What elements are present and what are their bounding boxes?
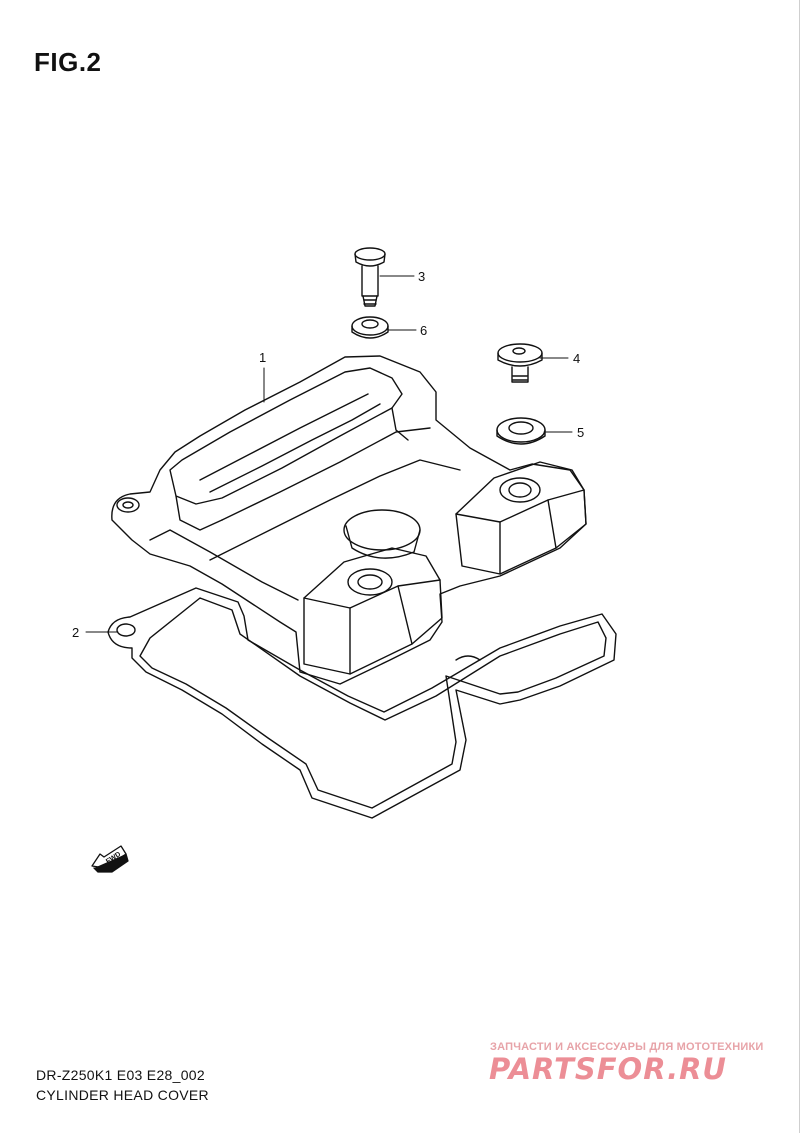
watermark-logo: PARTSFOR.RU xyxy=(489,1052,727,1086)
fwd-arrow-icon: FWD xyxy=(91,845,129,873)
bolt-part-4 xyxy=(497,343,543,383)
watermark-tagline: ЗАПЧАСТИ И АКСЕССУАРЫ ДЛЯ МОТОТЕХНИКИ xyxy=(490,1041,764,1053)
figure-title: FIG.2 xyxy=(34,47,102,77)
callout-6: 6 xyxy=(420,323,427,338)
section-name: CYLINDER HEAD COVER xyxy=(36,1087,209,1103)
callout-3: 3 xyxy=(418,269,425,284)
washer-part-5 xyxy=(496,417,546,445)
callout-1: 1 xyxy=(259,350,266,365)
washer-part-6 xyxy=(351,316,389,339)
model-code: DR-Z250K1 E03 E28_002 xyxy=(36,1067,205,1083)
gasket-part xyxy=(107,587,617,819)
callout-5: 5 xyxy=(577,425,584,440)
cylinder-head-cover-part xyxy=(111,355,587,685)
leader-lines xyxy=(85,275,573,633)
bolt-part-3 xyxy=(354,247,386,307)
callout-2: 2 xyxy=(72,625,79,640)
callout-4: 4 xyxy=(573,351,580,366)
